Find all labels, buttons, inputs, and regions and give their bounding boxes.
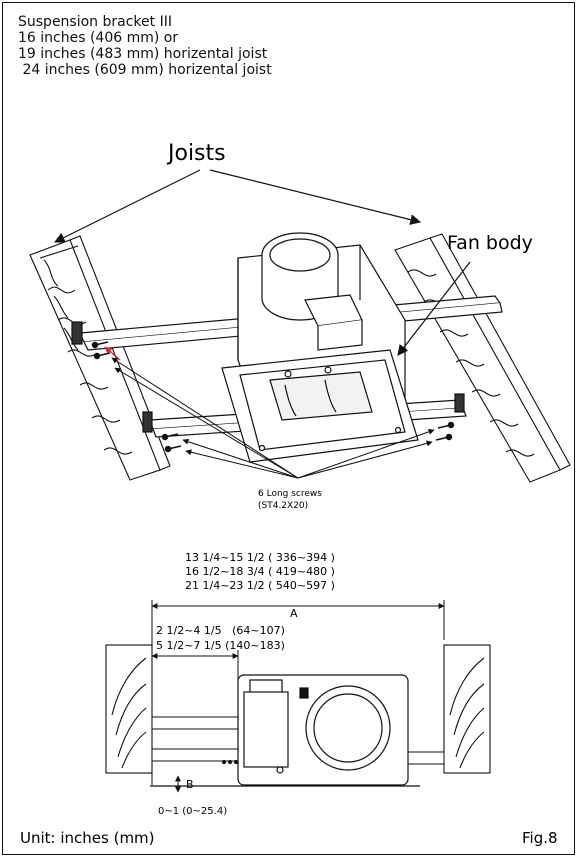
dim-a-range-1: 13 1/4~15 1/2 ( 336~394 ): [185, 551, 335, 564]
unit-note: Unit: inches (mm): [20, 829, 155, 847]
fan-body-arrow: [397, 261, 471, 356]
joists-label: Joists: [166, 141, 226, 166]
dim-a-range-2: 16 1/2~18 3/4 ( 419~480 ): [185, 565, 335, 578]
fan-body-label: Fan body: [447, 232, 533, 254]
dim-inner-line: [151, 650, 239, 680]
side-bars: [151, 716, 445, 765]
dim-a-range-3: 21 1/4~23 1/2 ( 540~597 ): [185, 579, 335, 592]
dim-a-label: A: [290, 607, 298, 620]
screws: [91, 341, 455, 453]
right-joist-section: [443, 644, 491, 774]
joists-callout-arrows: [54, 169, 422, 243]
screws-label: 6 Long screws: [258, 489, 322, 499]
screws-spec: (ST4.2X20): [258, 501, 308, 511]
header-line-4: 24 inches (609 mm) horizental joist: [18, 62, 272, 78]
header-line-3: 19 inches (483 mm) horizental joist: [18, 46, 268, 62]
left-joist-section: [105, 644, 153, 774]
dim-b-value: 0~1 (0~25.4): [158, 806, 227, 817]
mounting-plate: [221, 349, 419, 463]
header-title: Suspension bracket III: [18, 14, 172, 30]
figure-number: Fig.8: [522, 829, 558, 847]
dim-inner-range-2: 5 1/2~7 1/5 (140~183): [156, 639, 285, 652]
left-joist: [29, 235, 171, 481]
screw-callout-lines: [111, 357, 435, 479]
header-line-2: 16 inches (406 mm) or: [18, 30, 179, 46]
fan-side-view: [221, 674, 409, 786]
dim-b-label: B: [186, 778, 194, 791]
dim-inner-range-1: 2 1/2~4 1/5 (64~107): [156, 624, 285, 637]
